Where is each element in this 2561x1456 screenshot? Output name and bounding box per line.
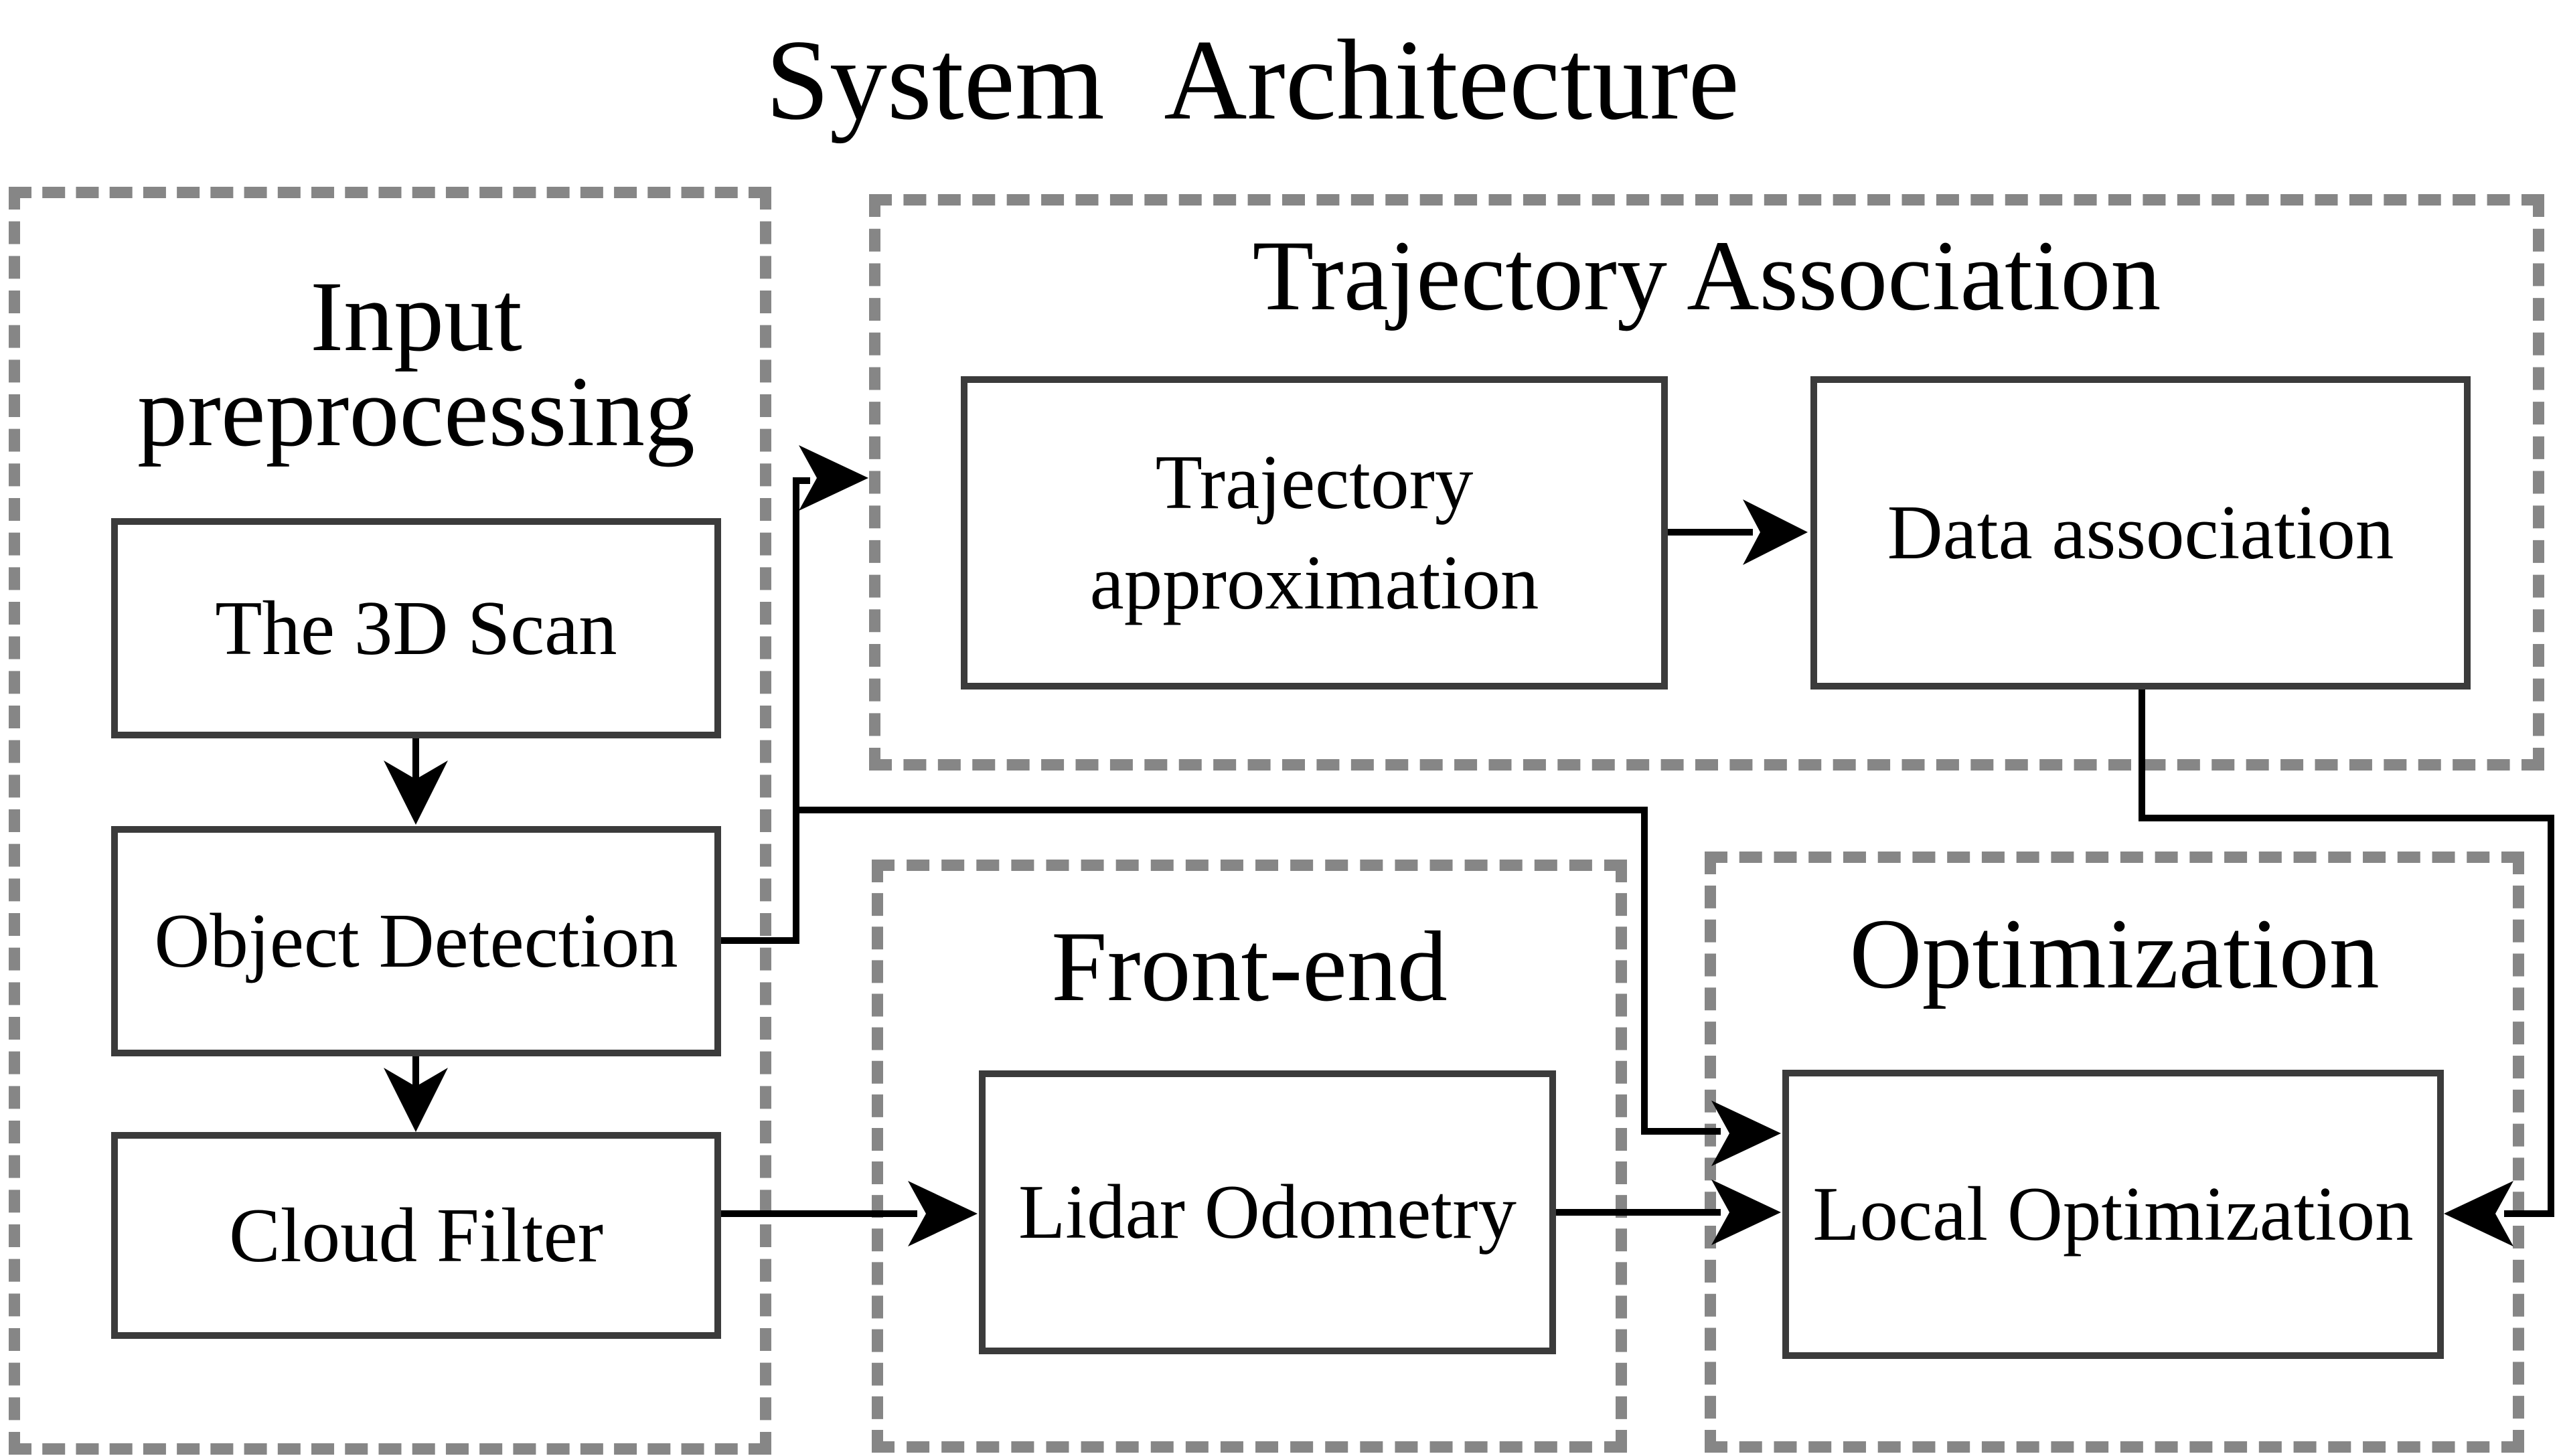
arrowhead-object-detection-to-trajectory-association — [799, 445, 868, 511]
node-local-optimization: Local Optimization — [1782, 1070, 2444, 1359]
node-trajectory-approximation-label-line1: Trajectory — [1155, 440, 1474, 525]
group-front-end-title: Front-end — [1051, 911, 1448, 1022]
group-trajectory-association-title: Trajectory Association — [1252, 220, 2161, 331]
node-object-detection: Object Detection — [111, 826, 721, 1056]
node-object-detection-label: Object Detection — [154, 898, 678, 983]
group-input-preprocessing-title: Input preprocessing — [111, 261, 721, 467]
group-trajectory-association-frame — [869, 194, 2544, 771]
node-trajectory-approximation-label-line2: approximation — [1089, 540, 1539, 625]
node-trajectory-approximation: Trajectory approximation — [961, 376, 1668, 690]
node-cloud-filter: Cloud Filter — [111, 1132, 721, 1339]
group-input-preprocessing-title-line1: Input — [310, 261, 522, 372]
group-optimization-title: Optimization — [1849, 898, 2380, 1009]
group-input-preprocessing-title-line2: preprocessing — [137, 356, 696, 467]
node-data-association: Data association — [1810, 376, 2471, 690]
node-cloud-filter-label: Cloud Filter — [228, 1192, 604, 1278]
node-lidar-odometry-label: Lidar Odometry — [1018, 1169, 1517, 1255]
node-the-3d-scan-label: The 3D Scan — [215, 585, 617, 671]
node-data-association-label: Data association — [1887, 490, 2394, 575]
node-the-3d-scan: The 3D Scan — [111, 518, 721, 738]
node-lidar-odometry: Lidar Odometry — [979, 1070, 1556, 1354]
diagram-title: System Architecture — [765, 17, 1739, 144]
node-local-optimization-label: Local Optimization — [1812, 1171, 2414, 1257]
